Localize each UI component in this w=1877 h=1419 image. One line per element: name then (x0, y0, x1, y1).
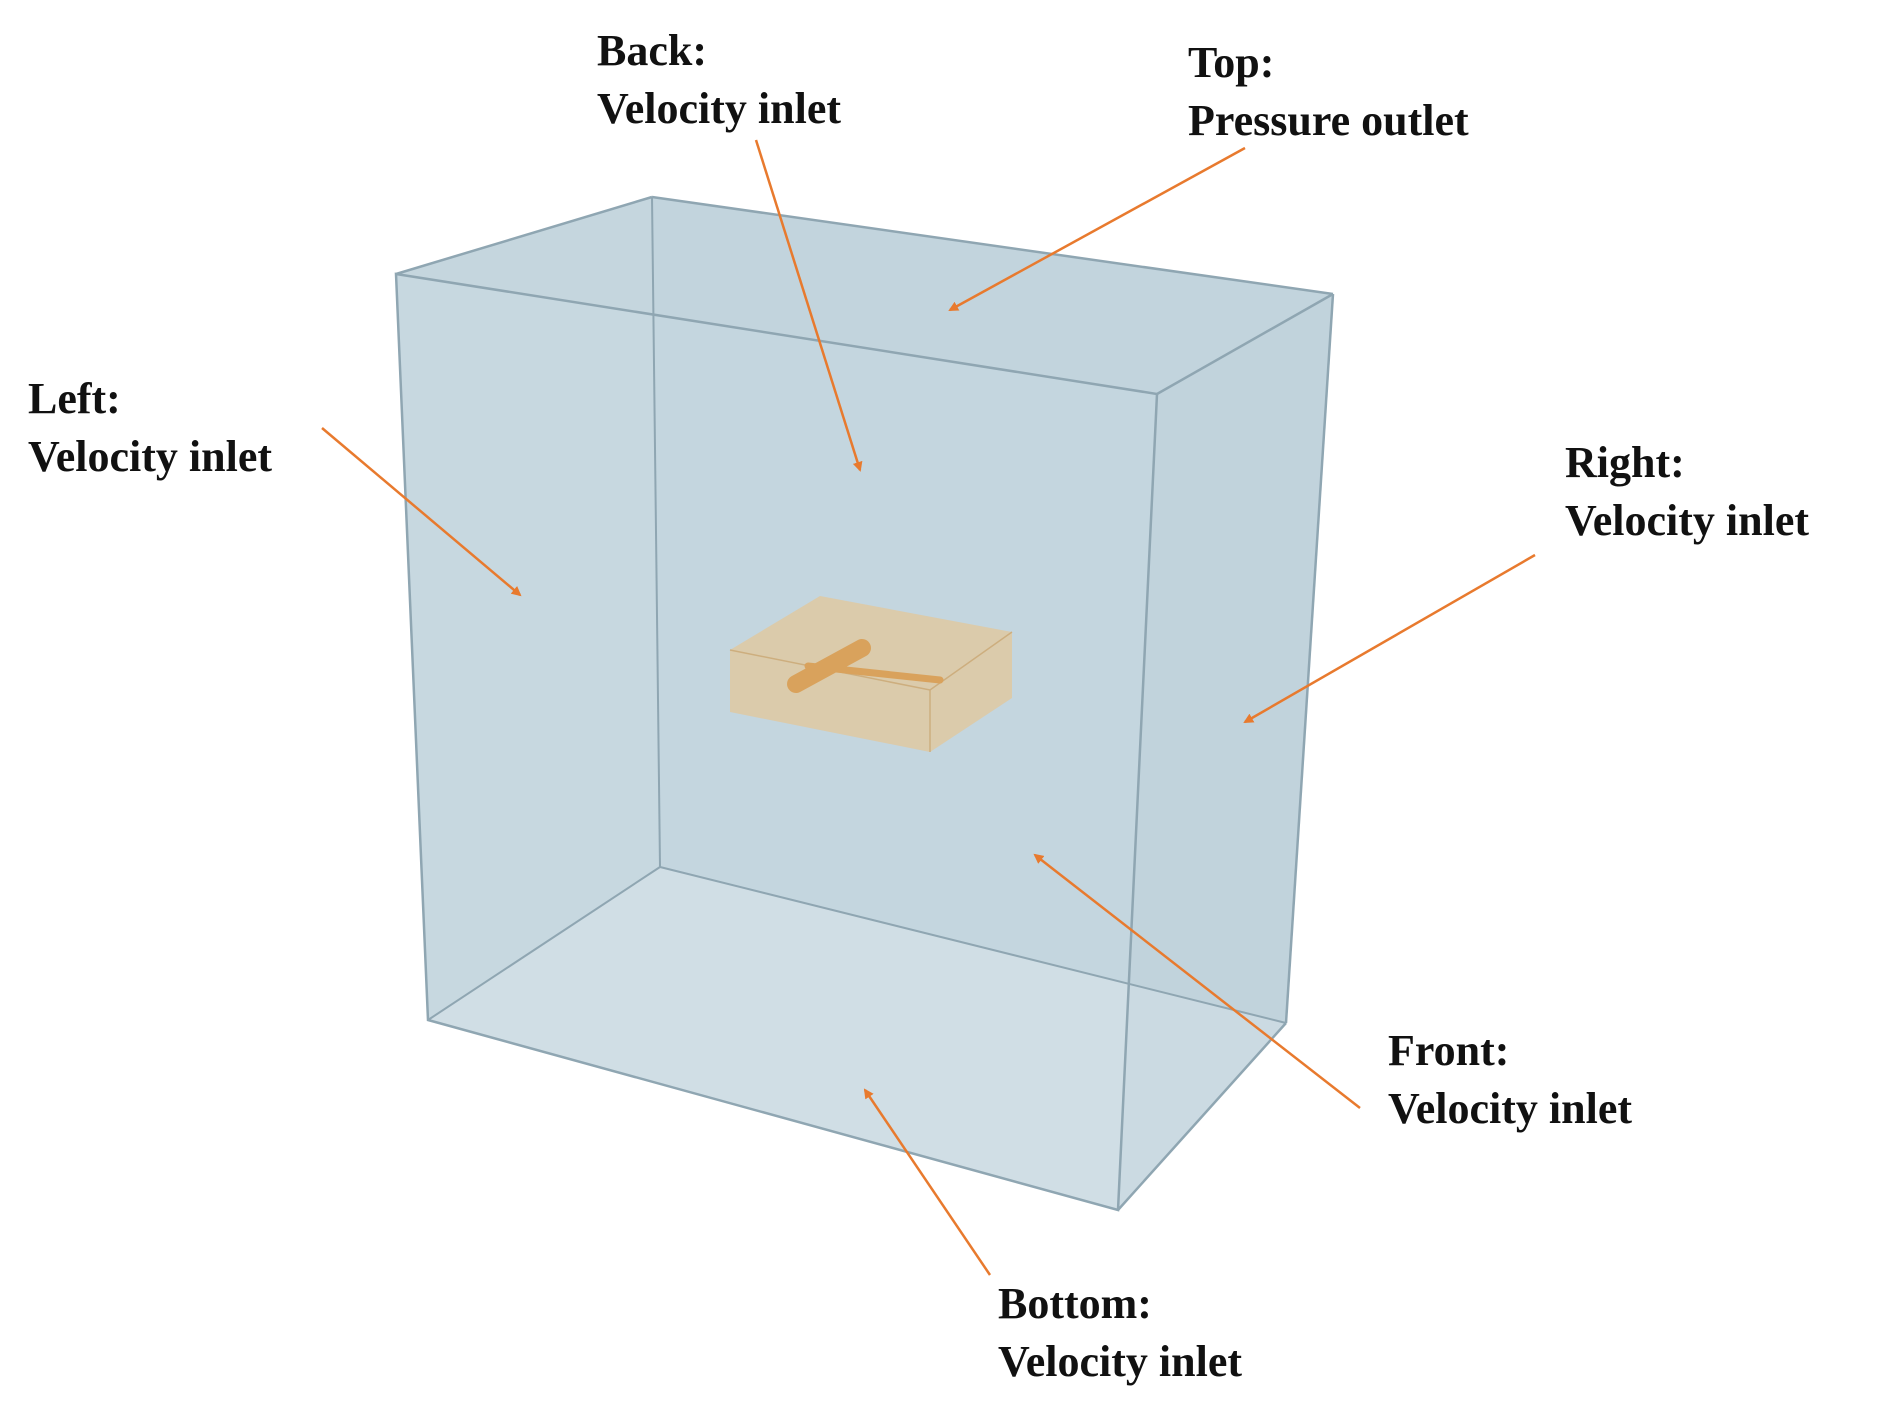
arrow-bottom (863, 1088, 992, 1276)
bottom-face (428, 867, 1286, 1210)
label-bottom-side: Bottom: (998, 1279, 1152, 1328)
arrow-left (321, 427, 522, 597)
arrow-front (1033, 853, 1361, 1109)
arrows (321, 139, 1536, 1276)
front-face (396, 274, 1157, 1210)
top-face (396, 197, 1333, 394)
label-right-side: Right: (1565, 438, 1685, 487)
label-right: Right: Velocity inlet (1565, 434, 1809, 550)
arrow-back (754, 139, 863, 472)
domain-box (394, 195, 1335, 1212)
label-right-condition: Velocity inlet (1565, 496, 1809, 545)
label-left-condition: Velocity inlet (28, 432, 272, 481)
left-face (396, 197, 660, 1020)
back-face (652, 197, 1333, 1023)
label-back-side: Back: (597, 26, 707, 75)
label-front-condition: Velocity inlet (1388, 1084, 1632, 1133)
model-cylinder (787, 639, 871, 693)
rear-edges (427, 196, 1287, 1024)
right-face (1118, 294, 1333, 1210)
inner-model-region (729, 596, 1013, 752)
arrow-right (1243, 553, 1536, 724)
label-left: Left: Velocity inlet (28, 370, 272, 486)
label-left-side: Left: (28, 374, 121, 423)
label-bottom: Bottom: Velocity inlet (998, 1275, 1242, 1391)
label-front-side: Front: (1388, 1026, 1510, 1075)
label-bottom-condition: Velocity inlet (998, 1337, 1242, 1386)
label-top-side: Top: (1188, 38, 1275, 87)
visible-edges (394, 195, 1335, 1212)
label-front: Front: Velocity inlet (1388, 1022, 1632, 1138)
label-top-condition: Pressure outlet (1188, 96, 1469, 145)
label-back: Back: Velocity inlet (597, 22, 841, 138)
label-top: Top: Pressure outlet (1188, 34, 1469, 150)
arrow-top (948, 146, 1246, 312)
label-back-condition: Velocity inlet (597, 84, 841, 133)
